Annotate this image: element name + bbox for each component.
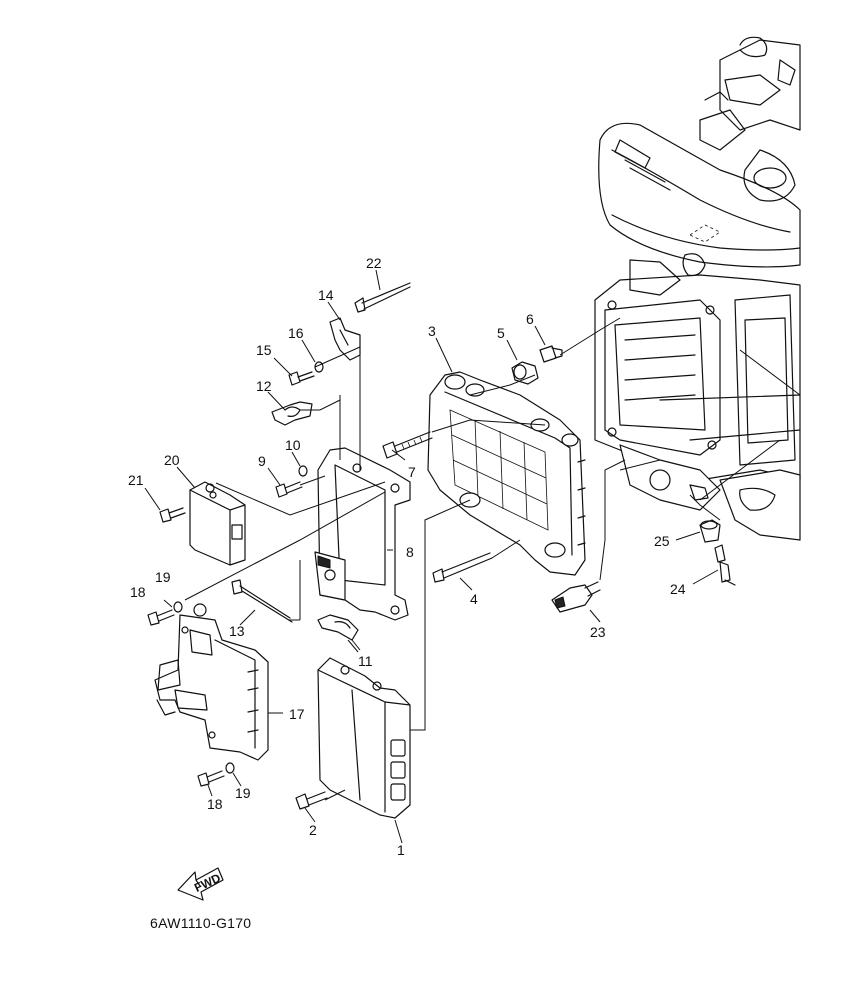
part-18-bolt-lower xyxy=(197,770,225,787)
label-3: 3 xyxy=(428,323,436,339)
label-7: 7 xyxy=(408,464,416,480)
label-5: 5 xyxy=(497,325,505,341)
part-2-bolt xyxy=(295,791,328,810)
label-6: 6 xyxy=(526,311,534,327)
label-24: 24 xyxy=(670,581,686,597)
label-14: 14 xyxy=(318,287,334,303)
diagram-code: 6AW1110-G170 xyxy=(150,915,251,931)
fwd-arrow: FWD xyxy=(177,867,224,901)
label-25: 25 xyxy=(654,533,670,549)
label-23: 23 xyxy=(590,624,606,640)
part-22-cable-tie xyxy=(354,282,411,313)
part-6-collar xyxy=(539,345,563,363)
part-12-clamp xyxy=(271,401,313,426)
label-18-upper: 18 xyxy=(130,584,146,600)
label-1: 1 xyxy=(397,842,405,858)
label-19-lower: 19 xyxy=(235,785,251,801)
label-22: 22 xyxy=(366,255,382,271)
part-7-bolt xyxy=(382,431,433,459)
fwd-label: FWD xyxy=(192,871,223,895)
part-1-ecm xyxy=(317,657,411,819)
part-18-bolt-upper xyxy=(147,609,175,626)
label-leaders xyxy=(144,269,719,844)
label-11: 11 xyxy=(358,653,373,669)
part-24-sensor xyxy=(714,544,736,586)
label-9: 9 xyxy=(258,453,266,469)
label-15: 15 xyxy=(256,342,272,358)
part-labels: 22 14 16 15 12 10 9 20 21 3 5 6 7 8 4 23… xyxy=(128,255,686,858)
engine-block xyxy=(594,36,801,541)
part-13-cable-tie xyxy=(231,579,293,623)
label-18-lower: 18 xyxy=(207,796,223,812)
label-16: 16 xyxy=(288,325,304,341)
label-21: 21 xyxy=(128,472,144,488)
label-12: 12 xyxy=(256,378,272,394)
part-3-bracket xyxy=(427,371,586,576)
label-13: 13 xyxy=(229,623,245,639)
label-4: 4 xyxy=(470,591,478,607)
part-21-bolt xyxy=(159,507,186,523)
part-11-clamp xyxy=(317,614,359,641)
part-23-sensor xyxy=(551,581,601,613)
part-5-grommet xyxy=(511,361,539,385)
part-17-bracket xyxy=(154,603,269,761)
part-8-bracket xyxy=(314,447,411,621)
label-19-upper: 19 xyxy=(155,569,171,585)
part-20-module xyxy=(189,481,246,566)
part-19-washer-lower xyxy=(225,762,235,774)
part-19-washer-upper xyxy=(173,601,183,613)
label-20: 20 xyxy=(164,452,180,468)
label-10: 10 xyxy=(285,437,301,453)
part-25-grommet xyxy=(699,519,721,543)
connection-lines xyxy=(184,317,801,801)
label-2: 2 xyxy=(309,822,317,838)
part-15-bolt xyxy=(288,371,315,386)
part-9-bolt xyxy=(275,481,303,498)
part-10-washer xyxy=(298,465,308,477)
label-17: 17 xyxy=(289,706,305,722)
label-8: 8 xyxy=(406,544,414,560)
part-4-cable-tie xyxy=(432,552,493,583)
